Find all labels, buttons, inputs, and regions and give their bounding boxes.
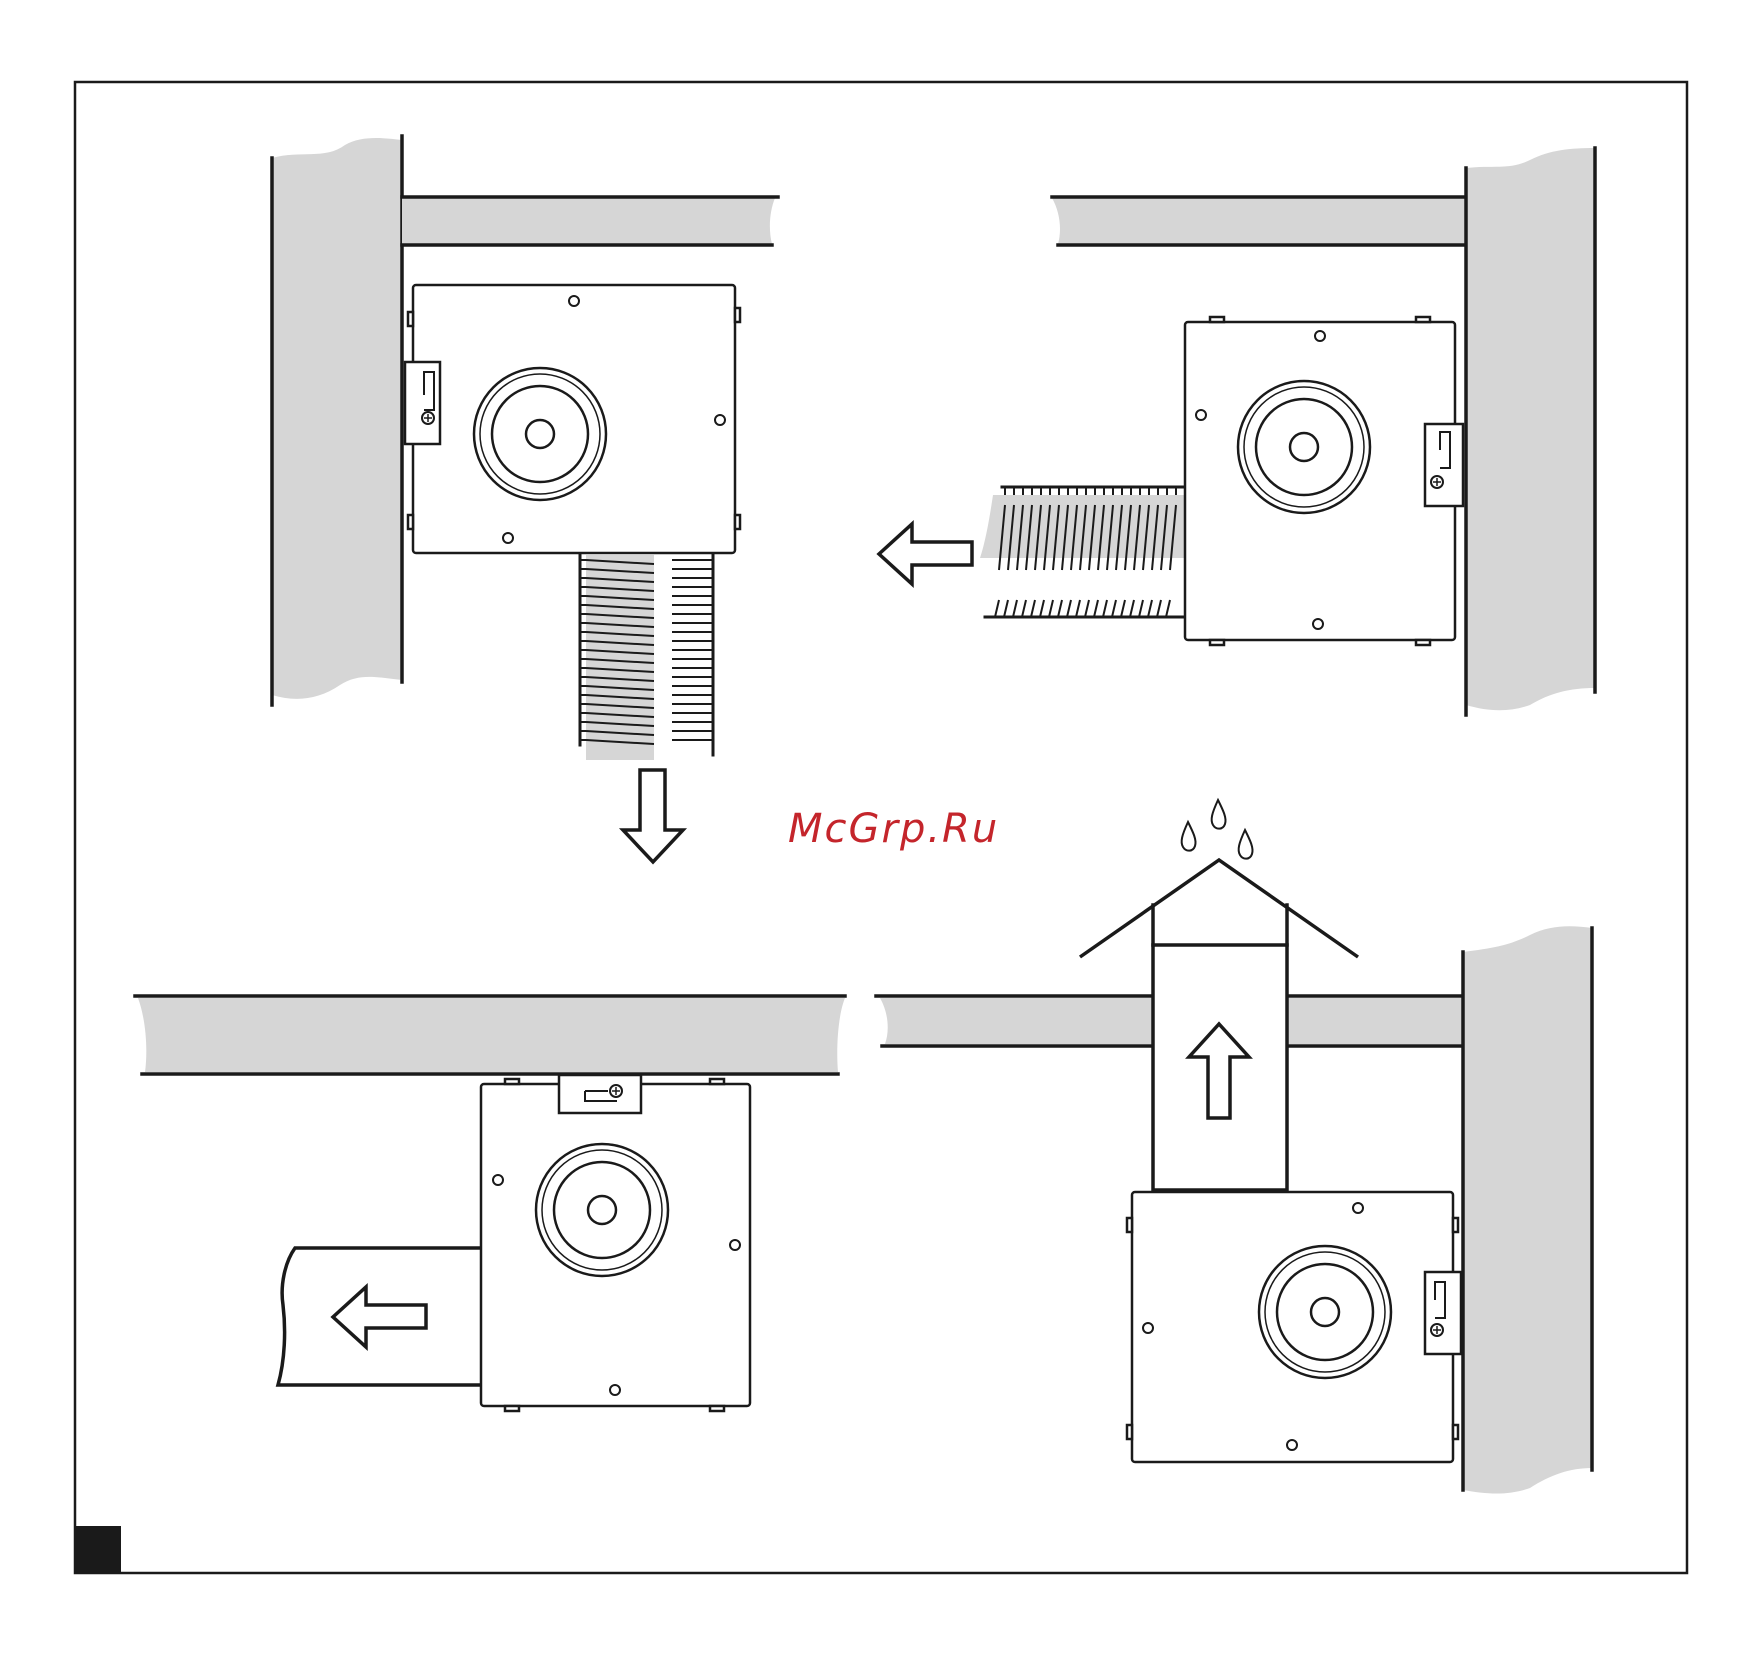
fan-housing-icon: [481, 1075, 750, 1411]
fan-housing-icon: [1185, 317, 1463, 645]
duct-rib: [1040, 600, 1044, 617]
duct-rib: [1031, 600, 1035, 617]
roof-cap: [1080, 860, 1358, 957]
panel-top-left: [272, 136, 778, 862]
duct-rib: [1022, 600, 1026, 617]
duct-rib: [1004, 600, 1008, 617]
duct-rib: [1058, 600, 1062, 617]
duct-rib: [1166, 600, 1170, 617]
duct-rib: [1076, 600, 1080, 617]
duct-rib: [1067, 600, 1071, 617]
duct-rib: [1121, 600, 1125, 617]
wall-right: [1463, 926, 1592, 1493]
ceiling-slab: [402, 198, 775, 244]
duct-rib: [1085, 600, 1089, 617]
flexible-duct: [980, 487, 1185, 617]
wall-left: [272, 138, 402, 699]
ceiling-slab: [1052, 198, 1466, 244]
fan-housing-icon: [405, 285, 740, 553]
fan-housing-icon: [1127, 1192, 1461, 1462]
panel-bottom-left: [135, 996, 845, 1411]
duct-rib: [1130, 600, 1134, 617]
wall-right: [1466, 148, 1595, 710]
water-drop-icon: [1182, 800, 1253, 859]
ceiling-slab: [880, 998, 1153, 1044]
duct-rib: [1112, 600, 1116, 617]
panel-top-right: [879, 148, 1595, 715]
duct-rib: [1094, 600, 1098, 617]
duct-rib: [1139, 600, 1143, 617]
duct-rib: [1049, 600, 1053, 617]
panel-bottom-right: [876, 800, 1592, 1494]
flexible-duct: [580, 555, 713, 760]
duct-rib: [1013, 600, 1017, 617]
duct-rib: [1148, 600, 1152, 617]
ceiling-slab: [138, 998, 845, 1072]
duct-rib: [995, 600, 999, 617]
page-marker: [75, 1526, 121, 1573]
duct-rib: [1103, 600, 1107, 617]
arrow-icon: [623, 770, 683, 862]
duct-rib: [1157, 600, 1161, 617]
watermark: McGrp.Ru: [788, 806, 999, 852]
arrow-icon: [879, 524, 972, 584]
